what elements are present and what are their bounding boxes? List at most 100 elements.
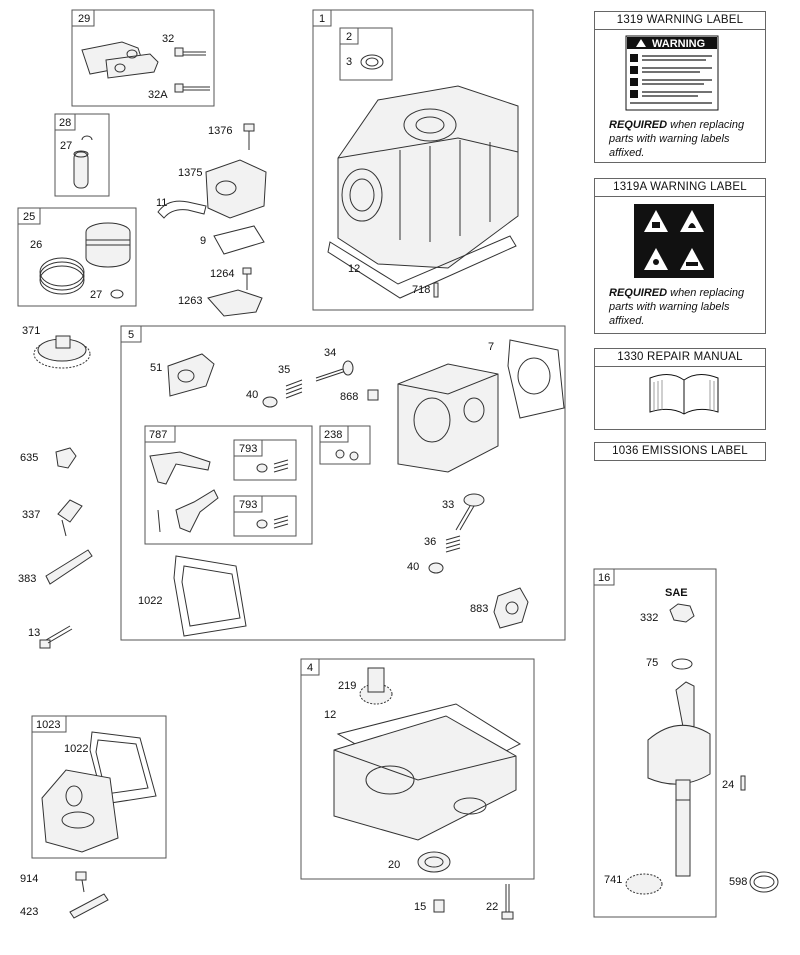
part-868-number: 868	[340, 391, 358, 403]
group-1023-frame	[31, 715, 167, 859]
part-34-number: 34	[324, 347, 336, 359]
group-238-number: 238	[324, 429, 342, 441]
spring-36-drawing	[445, 535, 461, 553]
part-1375-number: 1375	[178, 167, 202, 179]
part-27-number-b: 27	[90, 289, 102, 301]
label-1319-title: 1319 WARNING LABEL	[616, 14, 744, 26]
group-1023-number: 1023	[36, 719, 60, 731]
nut-332-drawing	[669, 603, 695, 623]
label-1319a-required-note: REQUIRED when replacing parts with warni…	[609, 287, 745, 327]
part-12-number-b: 12	[324, 709, 336, 721]
plug-15-drawing	[433, 899, 445, 913]
group-238-tag	[319, 425, 349, 443]
part-7-number: 7	[488, 341, 494, 353]
gasket-1022a-drawing	[173, 555, 247, 637]
screw-1376-drawing	[243, 123, 255, 150]
clip-27b-drawing	[110, 289, 124, 299]
group-25-tag	[17, 207, 41, 225]
group-28-tag	[54, 113, 76, 131]
rocker-787b-drawing	[175, 489, 219, 533]
label-1319a-title: 1319A WARNING LABEL	[613, 181, 747, 193]
part-371-number: 371	[22, 325, 40, 337]
key-24-drawing	[740, 775, 746, 791]
group-793b-frame	[233, 495, 297, 537]
bolt-13-drawing	[39, 625, 73, 649]
part-1022-number-a: 1022	[138, 595, 162, 607]
group-4-frame	[300, 658, 535, 880]
breather-tube-drawing	[157, 200, 207, 219]
part-868-drawing	[367, 389, 379, 401]
group-2-frame	[339, 27, 393, 81]
group-787-frame	[144, 425, 313, 545]
crankcase-drawing	[327, 85, 519, 299]
group-1-frame	[312, 9, 534, 311]
group-28-number: 28	[59, 117, 71, 129]
group-25-number: 25	[23, 211, 35, 223]
crankshaft-drawing	[647, 681, 711, 877]
group-4-number: 4	[307, 662, 313, 674]
group-793a-number: 793	[239, 443, 257, 455]
part-635-drawing	[55, 447, 77, 469]
valve-33-drawing	[455, 493, 485, 531]
part-13-number: 13	[28, 627, 40, 639]
part-383-drawing	[45, 549, 93, 585]
piston-rings-drawing	[39, 257, 85, 295]
gear-219-drawing	[359, 667, 393, 705]
sump-drawing	[333, 703, 522, 841]
part-423-drawing	[69, 893, 109, 919]
valve-cover-drawing	[41, 769, 119, 853]
cap-40b-drawing	[428, 562, 444, 574]
bolt-32-drawing	[174, 47, 206, 57]
sae-label: SAE	[665, 587, 688, 599]
cap-40a-drawing	[262, 396, 278, 408]
gear-741-drawing	[625, 873, 663, 895]
seal-3-drawing	[360, 54, 384, 70]
label-1330-title: 1330 REPAIR MANUAL	[617, 351, 743, 363]
part-24-number: 24	[722, 779, 734, 791]
screw-1264-drawing	[242, 267, 252, 290]
part-383-number: 383	[18, 573, 36, 585]
part-11-number: 11	[156, 197, 167, 209]
group-29-number: 29	[78, 13, 90, 25]
group-1-number: 1	[319, 13, 325, 25]
group-16-frame	[593, 568, 717, 918]
part-1263-number: 1263	[178, 295, 202, 307]
part-1264-number: 1264	[210, 268, 234, 280]
cylinder-head-drawing	[397, 363, 499, 473]
label-1036-panel: 1036 EMISSIONS LABEL	[594, 442, 766, 461]
group-2-number: 2	[346, 31, 352, 43]
group-787-number: 787	[149, 429, 167, 441]
group-25-frame	[17, 207, 137, 307]
part-914-number: 914	[20, 873, 38, 885]
part-883-number: 883	[470, 603, 488, 615]
group-28-frame	[54, 113, 110, 197]
label-1319-required-note: REQUIRED when replacing parts with warni…	[609, 119, 745, 159]
seal-598-drawing	[749, 871, 779, 893]
part-27-number-a: 27	[60, 140, 72, 152]
head-gasket-drawing	[507, 339, 565, 419]
plate-1263-drawing	[207, 289, 263, 317]
group-793a-tag	[233, 439, 263, 457]
breather-cover-drawing	[205, 159, 267, 219]
group-5-number: 5	[128, 329, 134, 341]
spring-35-drawing	[285, 379, 303, 399]
part-35-number: 35	[278, 364, 290, 376]
rocker-787a-drawing	[149, 451, 211, 485]
dowel-718-drawing	[433, 282, 439, 298]
washer-75-drawing	[671, 658, 693, 670]
gasket-883-drawing	[493, 587, 529, 629]
piston-pin-drawing	[73, 150, 89, 189]
group-16-tag	[593, 568, 615, 586]
group-793b-tag	[233, 495, 263, 513]
group-1023-tag	[31, 715, 67, 733]
group-4-tag	[300, 658, 320, 676]
group-16-number: 16	[598, 572, 610, 584]
group-793a-frame	[233, 439, 297, 481]
part-12-number-a: 12	[348, 263, 360, 275]
part-75-number: 75	[646, 657, 658, 669]
bolt-32a-drawing	[174, 83, 210, 93]
group-793b-number: 793	[239, 499, 257, 511]
part-337-number: 337	[22, 509, 40, 521]
